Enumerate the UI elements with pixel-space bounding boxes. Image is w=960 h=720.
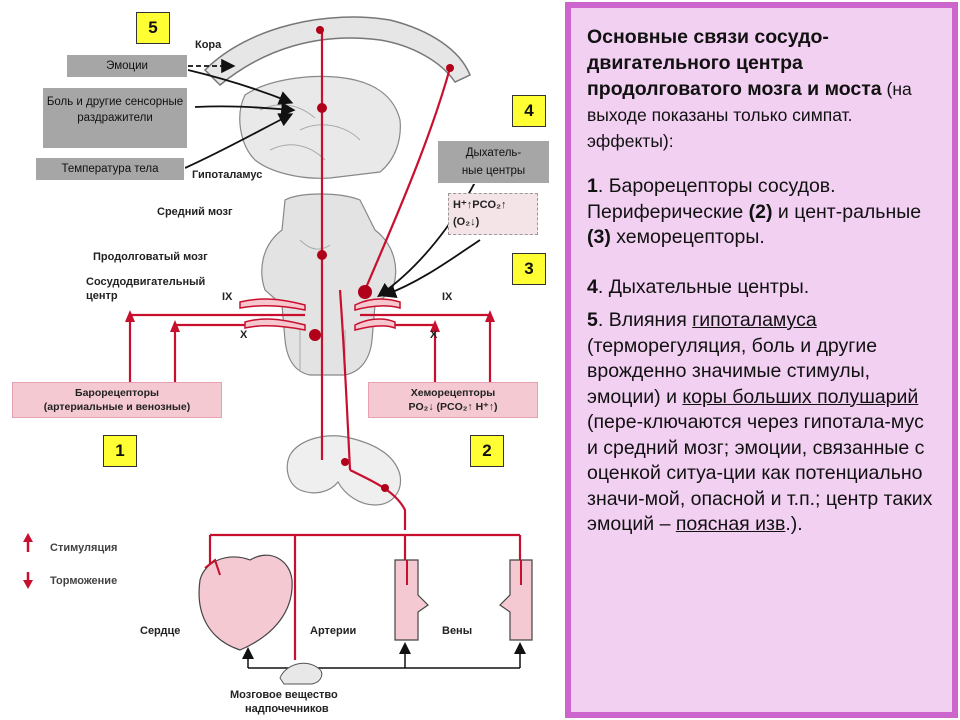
baroreceptors-box: Барорецепторы (артериальные и венозные) xyxy=(12,382,222,418)
heart-shape xyxy=(198,554,293,651)
item-5-c: (пере-ключаются через гипотала-мус и сре… xyxy=(587,411,933,535)
item-1-ref-2: (2) xyxy=(748,200,773,223)
panel-title-note: (на выходе показаны только симпат. эффек… xyxy=(587,79,912,151)
medulla-label: Продолговатый мозг xyxy=(93,251,208,263)
chemoreceptors-label-1: Хеморецепторы xyxy=(410,387,496,399)
midbrain-label: Средний мозг xyxy=(157,206,233,218)
nerve-ix-left: IX xyxy=(222,291,233,303)
vasomotor-label-1: Сосудодвигательный xyxy=(86,276,205,288)
spinal-cord-shape xyxy=(286,435,402,506)
cortex-label: Кора xyxy=(195,39,222,51)
vasomotor-label-2: центр xyxy=(86,290,118,302)
vasomotor-diagram: Кора Гипоталамус Средний мозг Продолгова… xyxy=(23,16,533,715)
number-1-box: 1 xyxy=(103,435,137,467)
input-arrows xyxy=(184,58,491,298)
tract-arrows xyxy=(125,310,495,332)
legend-stimulation-label: Стимуляция xyxy=(50,542,117,554)
item-1-end: хеморецепторы. xyxy=(610,226,765,248)
panel-title: Основные связи сосудо-двигательного цент… xyxy=(587,24,938,154)
heart-label: Сердце xyxy=(140,625,180,637)
number-5-box: 5 xyxy=(136,12,170,44)
resp-formula: H⁺↑PCO₂↑ (O₂↓) xyxy=(448,193,538,235)
panel-item-1: 1. Барорецепторы сосудов. Периферические… xyxy=(587,174,938,251)
chemoreceptors-label-2: PO₂↓ (PCO₂↑ H⁺↑) xyxy=(408,401,498,413)
chemoreceptors-box: Хеморецепторы PO₂↓ (PCO₂↑ H⁺↑) xyxy=(368,382,538,418)
nerve-ix-right: IX xyxy=(442,291,453,303)
item-1-number: 1 xyxy=(587,175,598,197)
brainstem-shape xyxy=(261,193,397,376)
cranial-nerves xyxy=(239,298,401,331)
adrenal-loop xyxy=(242,642,526,669)
resp-formula-top: H⁺↑PCO₂↑ xyxy=(453,199,507,211)
item-5-a: . Влияния xyxy=(597,309,693,331)
item-5-number: 5 xyxy=(587,309,598,331)
item-1-mid: и цент-ральные xyxy=(772,200,922,223)
number-2-box: 2 xyxy=(470,435,504,467)
panel-title-bold: Основные связи сосудо-двигательного цент… xyxy=(587,26,882,100)
number-4-box: 4 xyxy=(512,95,546,127)
adrenal-label-1: Мозговое вещество xyxy=(230,689,338,701)
item-1-ref-3: (3) xyxy=(587,226,611,248)
item-5-b: (терморегуляция, боль и другие врожденно… xyxy=(587,334,878,408)
cortex-shape xyxy=(203,16,471,87)
pain-box: Боль и другие сенсорные раздражители xyxy=(42,87,188,149)
item-1-text: . Барорецепторы сосудов. Периферические xyxy=(587,175,836,223)
item-5-cingulate: поясная изв xyxy=(675,513,786,535)
legend-stimulation-icon xyxy=(23,533,33,552)
temperature-box: Температура тела xyxy=(35,157,185,181)
item-4-number: 4 xyxy=(587,275,598,298)
legend-inhibition-label: Торможение xyxy=(50,575,117,587)
vasomotor-center-dots xyxy=(309,26,454,492)
item-4-text: . Дыхательные центры. xyxy=(597,275,810,298)
resp-centers-label-1: Дыхатель- xyxy=(465,147,522,159)
veins-label: Вены xyxy=(442,625,472,637)
arteries-label: Артерии xyxy=(310,625,356,637)
vessel-left xyxy=(394,559,429,641)
nerve-x-right: X xyxy=(430,329,438,341)
legend-inhibition-icon xyxy=(23,572,33,589)
panel-item-4: 4. Дыхательные центры. xyxy=(587,275,938,301)
item-5-cortex: коры больших полушарий xyxy=(682,385,919,408)
resp-centers-box: Дыхатель- ные центры xyxy=(437,140,550,184)
adrenal-label-2: надпочечников xyxy=(245,703,329,715)
heart-vessels xyxy=(204,558,221,576)
hypothalamus-label: Гипоталамус xyxy=(192,169,262,181)
resp-formula-bottom: (O₂↓) xyxy=(453,216,480,228)
explanation-panel: Основные связи сосудо-двигательного цент… xyxy=(565,2,958,718)
item-5-hypothalamus: гипоталамуса xyxy=(692,309,817,331)
nerve-x-left: X xyxy=(240,329,248,341)
baroreceptors-label-2: (артериальные и венозные) xyxy=(43,401,191,413)
resp-centers-label-2: ные центры xyxy=(461,165,526,177)
emotions-box: Эмоции xyxy=(66,54,188,78)
baroreceptors-label-1: Барорецепторы xyxy=(75,387,159,399)
number-3-box: 3 xyxy=(512,253,546,285)
item-5-d: .). xyxy=(785,513,803,535)
vessel-right xyxy=(499,559,533,641)
adrenal-shape xyxy=(279,662,323,685)
panel-item-5: 5. Влияния гипоталамуса (терморегуляция,… xyxy=(587,308,938,538)
